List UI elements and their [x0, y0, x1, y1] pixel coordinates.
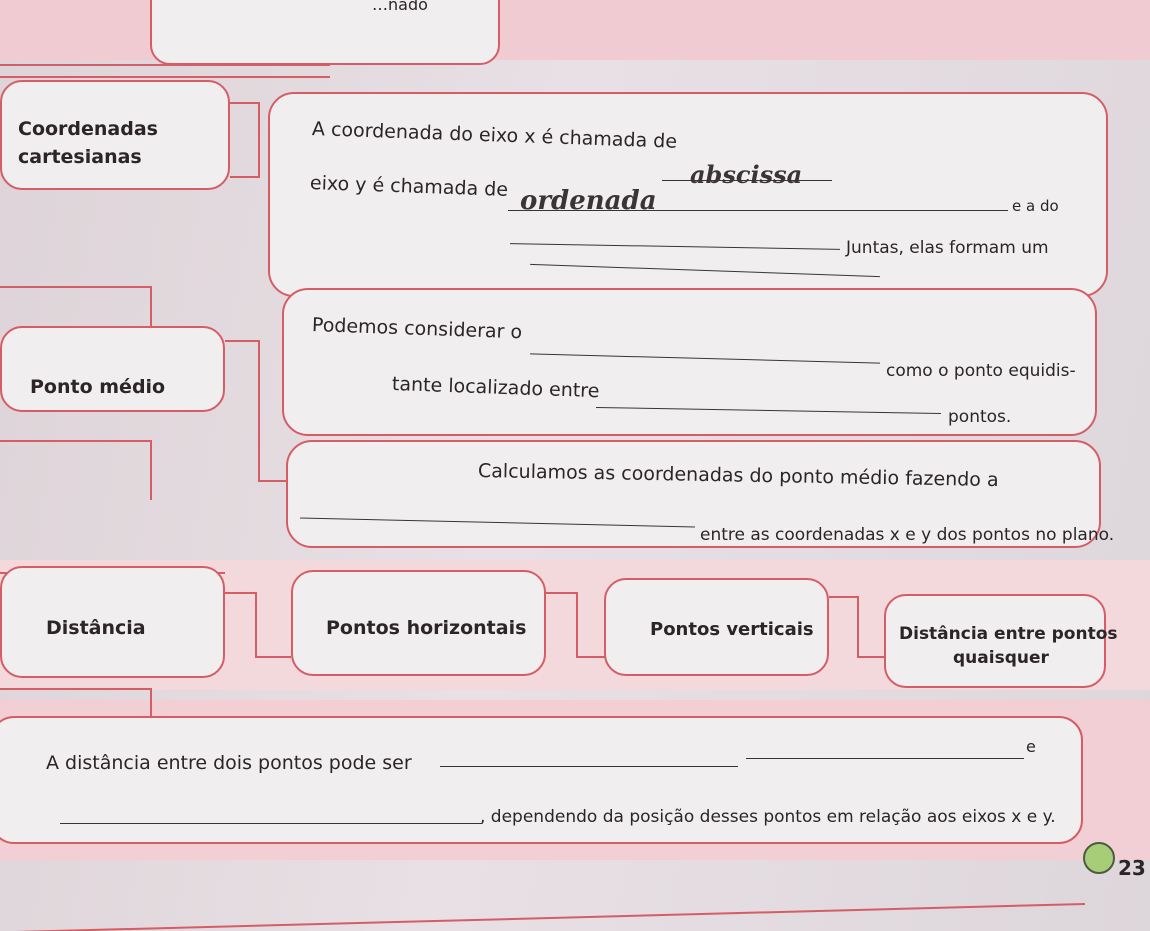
connector — [0, 440, 150, 442]
answer-abscissa: abscissa — [690, 160, 803, 189]
blank-abscissa[interactable] — [662, 180, 832, 181]
coordenadas-sentence-2: e a do — [1012, 197, 1059, 215]
top-fragment-box — [150, 0, 500, 65]
distancia-quaisquer-line1: Distância entre pontos — [899, 624, 1118, 644]
blank-ordenada[interactable] — [508, 210, 1008, 211]
blank-distancia-3[interactable] — [60, 823, 482, 824]
connector — [150, 286, 152, 326]
connector — [0, 76, 330, 78]
coordenadas-label-line1: Coordenadas — [18, 118, 158, 140]
distancia-quaisquer-line2: quaisquer — [953, 648, 1049, 668]
pontos-horizontais-box — [291, 570, 546, 676]
distancia-quaisquer-box — [884, 594, 1106, 688]
connector — [258, 480, 288, 482]
ponto-medio-text-4: pontos. — [948, 407, 1012, 427]
connector — [230, 176, 260, 178]
ponto-medio-text-6: entre as coordenadas x e y dos pontos no… — [700, 525, 1115, 545]
bottom-text-3: , dependendo da posição desses pontos em… — [480, 807, 1056, 827]
coordenadas-sentence-4: Juntas, elas formam um — [846, 238, 1049, 258]
ponto-medio-text-2: como o ponto equidis- — [886, 361, 1076, 381]
connector — [0, 64, 330, 66]
page-number: 23 — [1118, 856, 1146, 880]
connector — [150, 440, 152, 500]
distancia-label-box — [0, 566, 225, 678]
answer-ordenada: ordenada — [520, 186, 657, 216]
distancia-label: Distância — [46, 617, 146, 639]
ponto-medio-box-2 — [286, 440, 1101, 548]
coordenadas-label-box — [0, 80, 230, 190]
blank-distancia-1[interactable] — [440, 766, 738, 767]
connector — [576, 592, 578, 656]
connector — [230, 102, 260, 104]
connector — [546, 592, 576, 594]
pontos-verticais-box — [604, 578, 829, 676]
ponto-medio-label-box — [0, 326, 225, 412]
top-fragment-text: …nado — [372, 0, 428, 14]
bottom-box — [0, 716, 1083, 844]
ponto-medio-box-1 — [282, 288, 1097, 436]
bottom-text-2: e — [1026, 737, 1036, 756]
connector — [225, 592, 255, 594]
connector — [0, 286, 150, 288]
connector — [576, 656, 606, 658]
connector — [857, 656, 887, 658]
connector — [857, 596, 859, 656]
pontos-horizontais-label: Pontos horizontais — [326, 617, 527, 639]
blank-distancia-2[interactable] — [746, 758, 1024, 759]
pontos-verticais-label: Pontos verticais — [650, 619, 814, 640]
page-marker-circle — [1083, 842, 1115, 874]
connector — [0, 688, 150, 690]
coordenadas-label-line2: cartesianas — [18, 146, 142, 168]
connector — [829, 596, 859, 598]
connector — [258, 340, 260, 480]
bottom-text-1: A distância entre dois pontos pode ser — [46, 752, 412, 774]
connector — [255, 656, 291, 658]
connector — [258, 102, 260, 176]
connector — [225, 340, 260, 342]
connector — [255, 592, 257, 656]
ponto-medio-label: Ponto médio — [30, 376, 166, 398]
connector — [150, 688, 152, 718]
